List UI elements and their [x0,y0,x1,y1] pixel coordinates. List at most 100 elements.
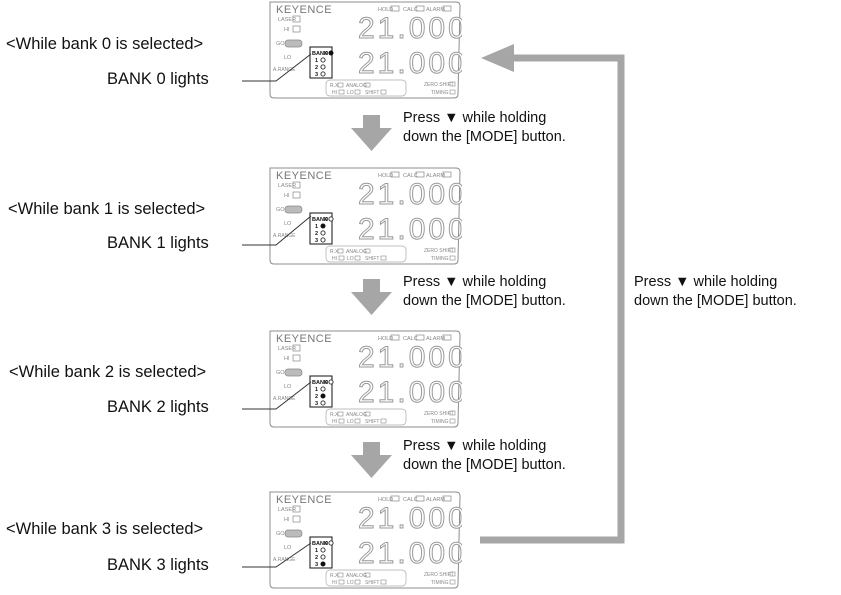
bank-lamp-1 [320,57,326,63]
state-label-bank-3: <While bank 3 is selected> [6,520,204,538]
calc-lamp [415,171,425,178]
indicator-calc: CALC [403,336,418,342]
indicator-shift: SHIFT [365,580,379,586]
step-instruction-2-line1: Press ▼ while holding [403,274,547,290]
indicator-lo-bottom: LO [347,419,354,425]
alarm-lamp [442,495,452,502]
indicator-hi: HI [284,27,290,33]
step-instruction-3-line1: Press ▼ while holding [403,438,547,454]
indicator-go: GO [276,41,285,47]
indicator-hi-bottom: HI [332,419,337,425]
leader-line-0 [242,53,312,82]
indicator-zero-shift: ZERO SHIFT [424,572,454,578]
indicator-timing: TIMING [431,580,449,586]
bank-number-0: 0 [325,380,328,386]
indicator-rx: R.X [330,573,339,579]
bank-box [309,536,333,569]
bank-lamp-2-lit [320,393,326,399]
sensor-panel-bank-3: KEYENCE HOLD CALC ALARM LASER HI GO LO A… [266,490,465,590]
alarm-lamp [442,171,452,178]
leader-line-3 [242,542,312,568]
down-arrow-3 [351,442,392,478]
hi-lamp [292,191,301,199]
bottom-indicator-bar [325,408,407,426]
bank-lamp-3 [320,400,326,406]
bank-box [309,46,333,79]
loop-back-arrowhead [481,44,514,72]
indicator-hi-bottom: HI [332,256,337,262]
lo-bottom-lamp [354,579,361,585]
brand-logo: KEYENCE [276,333,332,345]
sensor-panel-bank-2: KEYENCE HOLD CALC ALARM LASER HI GO LO A… [266,329,465,429]
hi-bottom-lamp [338,255,345,261]
indicator-timing: TIMING [431,256,449,262]
leader-line-1 [242,215,312,246]
loop-instruction-line1: Press ▼ while holding [634,274,778,290]
bank-box [309,212,333,245]
sensor-display: KEYENCE HOLD CALC ALARM LASER HI GO LO A… [269,491,465,589]
step-instruction-3-line2: down the [MODE] button. [403,457,566,473]
step-instruction-2-line2: down the [MODE] button. [403,293,566,309]
hi-bottom-lamp [338,579,345,585]
timing-lamp [449,255,456,261]
bank-lamp-1 [320,547,326,553]
indicator-alarm: ALARM [426,173,445,179]
laser-lamp [292,15,301,23]
bank-box-title: BANK [312,541,328,547]
indicator-zero-shift: ZERO SHIFT [424,248,454,254]
loop-instruction-line2: down the [MODE] button. [634,293,797,309]
indicator-go: GO [276,370,285,376]
indicator-hi-bottom: HI [332,90,337,96]
indicator-lo-bottom: LO [347,256,354,262]
go-lamp [284,368,303,377]
indicator-hi-bottom: HI [332,580,337,586]
upper-readout: 21.000 [358,502,462,535]
bank-lamp-0-lit [328,50,334,56]
bottom-indicator-bar [325,569,407,587]
indicator-calc: CALC [403,497,418,503]
indicator-rx: R.X [330,83,339,89]
sensor-display: KEYENCE HOLD CALC ALARM LASER HI GO LO A… [269,167,465,265]
indicator-lo: LO [284,55,292,61]
indicator-timing: TIMING [431,90,449,96]
bank-box [309,375,333,408]
calc-lamp [415,495,425,502]
bank-label-1: BANK 1 lights [107,234,209,252]
lower-readout: 21.000 [358,537,462,570]
analog-lamp [364,572,371,578]
indicator-a-range: A.RANGE [273,396,296,402]
bottom-indicator-bar [325,79,407,97]
bank-number-2: 2 [315,394,318,400]
shift-lamp [380,579,387,585]
brand-logo: KEYENCE [276,4,332,16]
indicator-laser: LASER [278,346,296,352]
indicator-zero-shift: ZERO SHIFT [424,411,454,417]
indicator-alarm: ALARM [426,497,445,503]
lower-readout: 21.000 [358,376,462,409]
bank-box-title: BANK [312,51,328,57]
bank-number-0: 0 [325,51,328,57]
bank-number-3: 3 [315,401,318,407]
calc-lamp [415,334,425,341]
bank-number-1: 1 [315,387,318,393]
bank-number-1: 1 [315,58,318,64]
indicator-shift: SHIFT [365,419,379,425]
go-lamp [284,39,303,48]
zero-shift-lamp [449,571,456,577]
lo-bottom-lamp [354,89,361,95]
indicator-analog: ANALOG [346,573,367,579]
bank-number-3: 3 [315,72,318,78]
bank-lamp-1 [320,386,326,392]
bank-number-0: 0 [325,541,328,547]
bank-box-title: BANK [312,217,328,223]
step-instruction-1-line2: down the [MODE] button. [403,129,566,145]
hold-lamp [390,334,400,341]
hi-lamp [292,515,301,523]
rx-lamp [337,82,344,88]
indicator-laser: LASER [278,507,296,513]
indicator-hi: HI [284,517,290,523]
bank-box-title: BANK [312,380,328,386]
indicator-hi: HI [284,356,290,362]
bank-lamp-0 [328,216,334,222]
